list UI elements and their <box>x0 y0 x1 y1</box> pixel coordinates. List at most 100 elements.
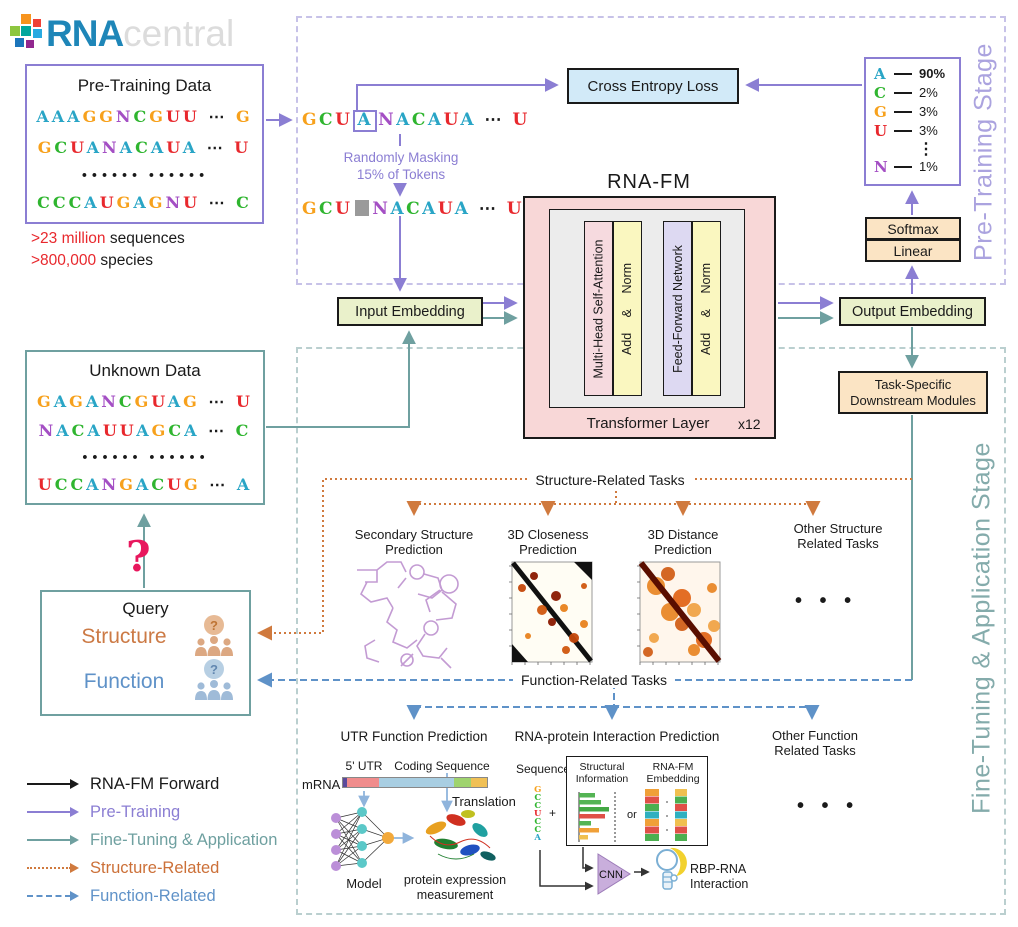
mrna-5utr-segment <box>347 778 379 787</box>
structural-info-chart <box>578 792 616 842</box>
mask-block <box>355 200 370 216</box>
cnn-label: CNN <box>599 869 623 881</box>
rbp-rna-icon <box>656 847 687 890</box>
prob-row: G 3% <box>874 102 938 121</box>
masked-token-box: A <box>353 110 378 132</box>
add-norm-bar-2: Add & Norm <box>692 221 721 396</box>
legend-row-function: Function-Related <box>27 887 216 905</box>
model-label: Model <box>346 876 382 891</box>
task-3d-closeness: 3D Closeness Prediction <box>507 527 589 557</box>
finetuning-arrows <box>137 311 919 680</box>
structure-tasks-header: Structure-Related Tasks <box>527 472 693 488</box>
query-structure-label: Structure <box>81 625 167 648</box>
output-embedding-box: Output Embedding <box>839 297 986 326</box>
rpi-feature-box: Structural Information RNA-FM Embedding … <box>566 756 708 846</box>
mrna-label: mRNA <box>302 777 341 792</box>
structure-more-dots: • • • <box>795 590 858 612</box>
mrna-bar <box>342 777 488 788</box>
function-more-dots: • • • <box>797 795 860 817</box>
mhsa-bar: Multi-Head Self-Attention <box>584 221 613 396</box>
pretraining-stage-label: Pre-Training Stage <box>969 43 998 261</box>
sequence-dots-row: •••••• •••••• <box>81 451 209 465</box>
model-title: RNA-FM <box>607 171 691 193</box>
linear-box: Linear <box>865 239 961 262</box>
query-function-label: Function <box>83 670 165 693</box>
coding-sequence-label: Coding Sequence <box>394 759 490 773</box>
function-tasks-header: Function-Related Tasks <box>512 672 676 688</box>
transformer-layer-label: Transformer Layer <box>586 415 710 432</box>
cross-entropy-loss-label: Cross Entropy Loss <box>587 77 719 95</box>
mrna-cds-segment <box>379 778 454 787</box>
task-other-function: Other Function Related Tasks <box>772 728 858 758</box>
ffn-bar: Feed-Forward Network <box>663 221 692 396</box>
legend-row-forward: RNA-FM Forward <box>27 775 219 793</box>
structural-info-label: Structural Information <box>575 761 629 785</box>
prob-ellipsis-row: ⋮ <box>918 140 934 158</box>
prob-row: U 3% <box>874 121 938 140</box>
pretraining-arrows <box>266 78 919 310</box>
rnafm-embedding-label: RNA-FM Embedding <box>646 761 700 785</box>
rbp-rna-label: RBP-RNA Interaction <box>690 862 749 891</box>
rnacentral-logo-icon <box>10 14 42 48</box>
logo-central-text: central <box>123 13 235 54</box>
mrna-tail-segment <box>471 778 487 787</box>
legend-line-dashed <box>27 895 71 897</box>
closeness-heatmap-image <box>509 561 593 665</box>
task-secondary-structure: Secondary Structure Prediction <box>354 527 474 557</box>
arrowhead-icon <box>70 807 79 817</box>
query-title: Query <box>122 599 169 618</box>
question-mark: ? <box>126 532 151 581</box>
rpi-sequence-label: Sequence <box>516 762 571 776</box>
translation-label: Translation <box>452 794 516 809</box>
sequence-row: GAGANCGUAG ⋯ U <box>37 391 253 411</box>
probability-box: A 90% C 2% G 3% U 3% ⋮ N 1% <box>864 57 961 186</box>
stat-species: >800,000 species <box>31 252 153 269</box>
rpi-or-label: or <box>627 809 637 821</box>
sequence-row: NACAUUAGCA ⋯ C <box>38 421 252 441</box>
arrowhead-icon <box>70 835 79 845</box>
softmax-box: Softmax <box>865 217 961 240</box>
legend-line-solid <box>27 783 71 785</box>
add-norm-label: Add & Norm <box>699 262 714 355</box>
legend-row-structure: Structure-Related <box>27 859 219 877</box>
prob-row: C 2% <box>874 83 938 102</box>
prob-row: N 1% <box>874 157 938 176</box>
sequence-row: UCCANGACUG ⋯ A <box>37 474 253 494</box>
task-other-structure: Other Structure Related Tasks <box>793 521 883 551</box>
arrowhead-icon <box>70 863 79 873</box>
sequence-row: CCCAUGAGNU ⋯ C <box>37 193 252 213</box>
layer-repeat-label: x12 <box>738 416 761 432</box>
secondary-structure-image <box>357 561 459 669</box>
five-utr-label: 5' UTR <box>345 759 383 773</box>
sequence-row: GCUANACAUA ⋯ U <box>37 137 252 157</box>
structure-users-icon: ? <box>195 615 233 656</box>
task-rna-protein: RNA-protein Interaction Prediction <box>514 729 720 744</box>
sequence-row: AAAGGNCGUU ⋯ G <box>36 107 253 127</box>
function-users-icon: ? <box>195 659 233 700</box>
add-norm-label: Add & Norm <box>620 262 635 355</box>
finetuning-stage-label: Fine-Tuning & Application Stage <box>967 442 996 814</box>
task-utr-function: UTR Function Prediction <box>340 729 488 744</box>
cnn-icon: CNN <box>597 853 631 895</box>
dataset-stats: >23 million sequences >800,000 species <box>31 228 185 272</box>
sequence-dots-row: •••••• •••••• <box>80 168 209 182</box>
mhsa-label: Multi-Head Self-Attention <box>591 239 606 378</box>
arrowhead-icon <box>70 891 79 901</box>
rpi-plus: + <box>549 806 557 820</box>
mrna-cap-segment <box>343 778 347 787</box>
stat-sequences: >23 million sequences <box>31 230 185 247</box>
legend-line-solid <box>27 839 71 841</box>
legend-line-dotted <box>27 867 71 869</box>
input-embedding-box: Input Embedding <box>337 297 483 326</box>
model-network-icon <box>331 807 394 871</box>
protein-structure-image <box>425 810 496 861</box>
logo-rna-text: RNA <box>46 13 124 54</box>
unknown-data-title: Unknown Data <box>89 361 201 381</box>
query-box: Query Structure Function ? ? <box>40 590 251 716</box>
pretraining-data-title: Pre-Training Data <box>77 75 212 95</box>
